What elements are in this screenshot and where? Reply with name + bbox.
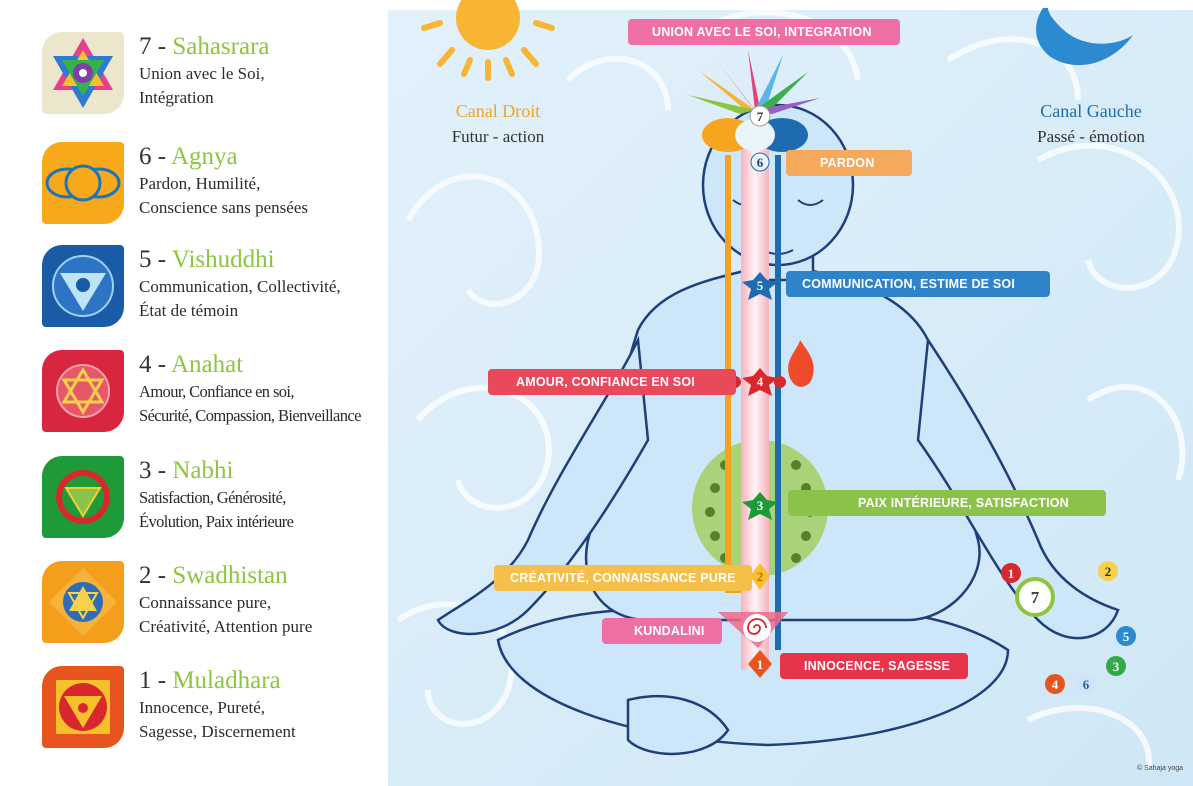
legend-desc-line: Sécurité, Compassion, Bienveillance (139, 406, 361, 425)
legend-number: 6 - (139, 143, 167, 170)
legend-item-muladhara: 1 - Muladhara Innocence, Pureté, Sagesse… (42, 666, 382, 756)
hand-3-number: 3 (1113, 659, 1120, 674)
nabhi-icon (42, 456, 124, 538)
chakra-6-number: 6 (757, 155, 764, 170)
spine-chakra-markers (729, 105, 786, 678)
chakra-1-number: 1 (757, 657, 764, 672)
tag-ribbons (488, 19, 1106, 679)
anahat-icon (42, 350, 124, 432)
legend-desc-line: Innocence, Pureté, (139, 698, 266, 717)
canal-droit-title: Canal Droit (455, 101, 541, 121)
legend-desc-line: État de témoin (139, 301, 239, 320)
chakra-4-number: 4 (757, 374, 764, 389)
chakra-7-number: 7 (757, 109, 764, 124)
legend-item-nabhi: 3 - Nabhi Satisfaction, Générosité, Évol… (42, 456, 382, 546)
legend-desc-line: Évolution, Paix intérieure (139, 512, 294, 531)
legend-number: 2 - (139, 562, 167, 589)
legend-desc-line: Intégration (139, 88, 214, 107)
legend-chakra-name: Nabhi (172, 457, 234, 484)
credit-text: © Sahaja yoga (1136, 765, 1183, 772)
legend-item-swadhistan: 2 - Swadhistan Connaissance pure, Créati… (42, 561, 382, 651)
sahasrara-icon (42, 32, 124, 114)
legend-item-agnya: 6 - Agnya Pardon, Humilité, Conscience s… (42, 142, 382, 232)
legend-desc-line: Union avec le Soi, (139, 64, 265, 83)
hand-1-number: 1 (1008, 566, 1015, 581)
chakra-2-number: 2 (757, 569, 764, 584)
background-swirls (396, 9, 1186, 771)
legend-item-sahasrara: 7 - Sahasrara Union avec le Soi, Intégra… (42, 32, 382, 122)
canal-droit-label: Canal Droit Futur - action (428, 98, 568, 150)
tag-amour: AMOUR, CONFIANCE EN SOI (516, 375, 695, 389)
tag-creativite: CRÉATIVITÉ, CONNAISSANCE PURE (510, 571, 736, 585)
legend-desc-line: Connaissance pure, (139, 593, 272, 612)
hand-6-number: 6 (1083, 677, 1090, 692)
legend-desc-line: Communication, Collectivité, (139, 277, 341, 296)
legend-chakra-name: Swadhistan (172, 562, 288, 589)
tag-union: UNION AVEC LE SOI, INTEGRATION (652, 25, 872, 39)
legend-desc-line: Satisfaction, Générosité, (139, 488, 286, 507)
legend-chakra-name: Muladhara (172, 667, 281, 694)
canal-gauche-title: Canal Gauche (1040, 101, 1142, 121)
legend-desc-line: Sagesse, Discernement (139, 722, 296, 741)
moon-icon (1036, 8, 1133, 66)
legend-number: 7 - (139, 33, 167, 60)
meditation-figure-illustration: 7 6 5 4 3 2 1 7 1 2 5 3 4 6 (388, 0, 1193, 786)
chakra-5-number: 5 (757, 278, 764, 293)
swadhistan-icon (42, 561, 124, 643)
canal-gauche-subtitle: Passé - émotion (1037, 127, 1145, 146)
flame-icon (788, 340, 814, 387)
tag-innocence: INNOCENCE, SAGESSE (804, 659, 950, 673)
canal-droit-subtitle: Futur - action (451, 127, 545, 146)
hand-chakra-dots (1001, 561, 1136, 694)
hand-2-number: 2 (1105, 564, 1112, 579)
hand-4-number: 4 (1052, 677, 1059, 692)
tag-communication: COMMUNICATION, ESTIME DE SOI (802, 277, 1016, 291)
tag-kundalini: KUNDALINI (634, 624, 705, 638)
chakra-3-number: 3 (757, 498, 764, 513)
legend-item-vishuddhi: 5 - Vishuddhi Communication, Collectivit… (42, 245, 382, 335)
muladhara-icon (42, 666, 124, 748)
hand-5-number: 5 (1123, 629, 1130, 644)
legend-number: 3 - (139, 457, 167, 484)
chakra-legend: 7 - Sahasrara Union avec le Soi, Intégra… (0, 0, 388, 786)
legend-chakra-name: Agnya (170, 143, 238, 170)
hand-7-number: 7 (1031, 588, 1040, 607)
legend-desc-line: Conscience sans pensées (139, 198, 309, 217)
tag-pardon: PARDON (820, 156, 875, 170)
legend-chakra-name: Sahasrara (172, 33, 270, 60)
legend-number: 4 - (139, 351, 167, 378)
agnya-icon (42, 142, 124, 224)
legend-desc-line: Amour, Confiance en soi, (139, 382, 295, 401)
legend-chakra-name: Vishuddhi (171, 246, 275, 273)
tag-paix: PAIX INTÉRIEURE, SATISFACTION (858, 496, 1069, 510)
vishuddhi-icon (42, 245, 124, 327)
legend-item-anahat: 4 - Anahat Amour, Confiance en soi, Sécu… (42, 350, 382, 440)
legend-number: 1 - (139, 667, 167, 694)
legend-chakra-name: Anahat (170, 351, 244, 378)
subtle-system-diagram: 7 6 5 4 3 2 1 7 1 2 5 3 4 6 Canal Droit … (388, 0, 1193, 786)
legend-desc-line: Créativité, Attention pure (139, 617, 313, 636)
legend-number: 5 - (139, 246, 167, 273)
sun-icon (421, 0, 555, 81)
lotus-crown-icon (688, 50, 820, 114)
canal-gauche-label: Canal Gauche Passé - émotion (1016, 98, 1166, 150)
legend-desc-line: Pardon, Humilité, (139, 174, 261, 193)
kundalini-spiral-icon (718, 612, 788, 648)
